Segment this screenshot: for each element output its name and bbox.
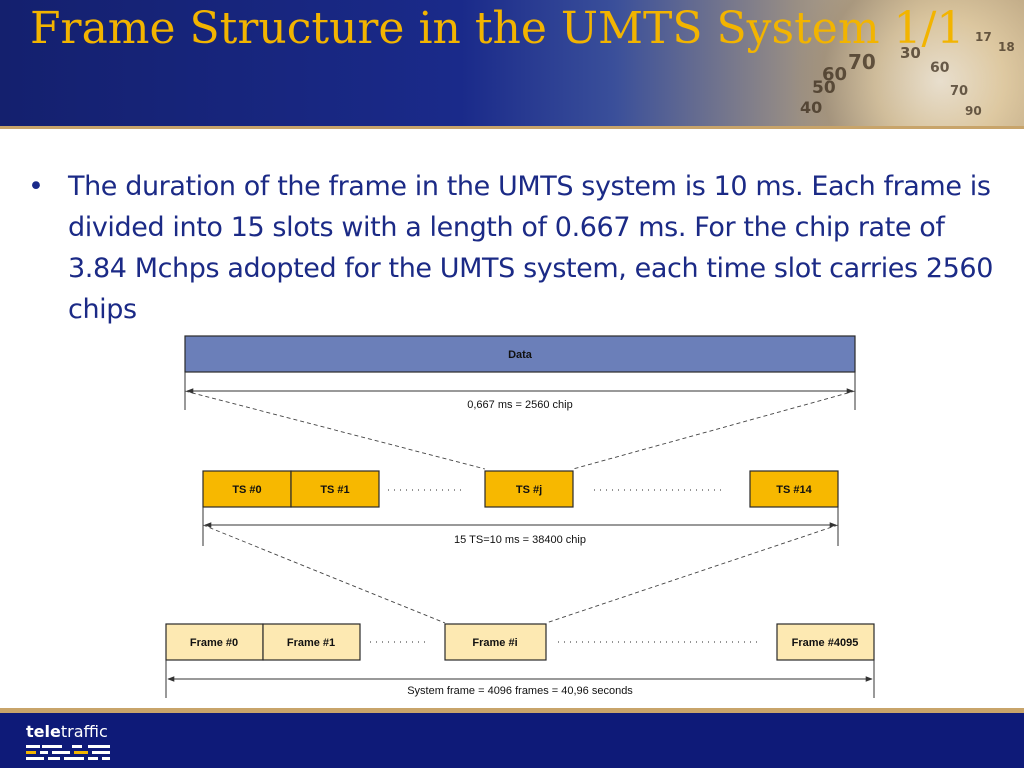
ts-box [290, 470, 380, 508]
footer-bar: teletraffic [0, 713, 1024, 768]
dial-number: 70 [848, 50, 876, 74]
ts-box [484, 470, 574, 508]
ts-box [749, 470, 839, 508]
frame-box [165, 623, 264, 661]
dial-number: 60 [930, 60, 950, 76]
frame-structure-diagram: Data 0,667 ms = 2560 chip TS #0 TS #1 TS… [165, 335, 875, 698]
dial-number: 50 [812, 78, 836, 98]
frame-box [444, 623, 547, 661]
dial-number: 30 [900, 44, 921, 62]
frame-box [262, 623, 361, 661]
data-block [184, 335, 856, 373]
dial-number: 70 [950, 84, 969, 99]
footer-divider [0, 708, 1024, 713]
slot-dim-label: 0,667 ms = 2560 chip [467, 399, 573, 411]
bullet-list: • The duration of the frame in the UMTS … [28, 166, 998, 330]
ts-dim-label: 15 TS=10 ms = 38400 chip [454, 534, 586, 546]
ts-label: TS #0 [232, 484, 261, 496]
dial-number: 60 [822, 64, 848, 85]
ts-label: TS #1 [320, 484, 349, 496]
logo-bold-text: tele [26, 722, 61, 741]
bullet-text: The duration of the frame in the UMTS sy… [68, 171, 993, 325]
logo-rest-text: traffic [60, 722, 108, 741]
header-divider [0, 126, 1024, 129]
logo-wordmark: teletraffic [26, 723, 116, 741]
gauge-dial-image [764, 0, 1024, 126]
dial-number: 90 [965, 104, 982, 118]
frame-label: Frame #1 [287, 637, 335, 649]
logo-bars-icon [26, 745, 110, 760]
slide-title: Frame Structure in the UMTS System 1/1 [30, 3, 965, 54]
frame-label: Frame #i [472, 637, 517, 649]
expand-line [572, 390, 856, 470]
ts-label: TS #14 [776, 484, 812, 496]
teletraffic-logo: teletraffic [26, 723, 116, 768]
bullet-item: • The duration of the frame in the UMTS … [28, 166, 998, 330]
frame-label: Frame #0 [190, 637, 238, 649]
dial-number: 18 [998, 40, 1015, 54]
bullet-marker: • [28, 171, 44, 202]
frame-label: Frame #4095 [792, 637, 859, 649]
expand-line [202, 524, 446, 624]
expand-line [184, 390, 486, 470]
data-label: Data [508, 349, 533, 361]
dial-number: 40 [800, 98, 823, 117]
frame-box [776, 623, 875, 661]
ts-label: TS #j [516, 484, 542, 496]
dial-number: 17 [975, 30, 992, 44]
frame-dim-label: System frame = 4096 frames = 40,96 secon… [407, 685, 633, 697]
expand-line [545, 524, 839, 624]
title-banner: 70 60 50 30 40 60 70 90 17 18 Frame Stru… [0, 0, 1024, 126]
